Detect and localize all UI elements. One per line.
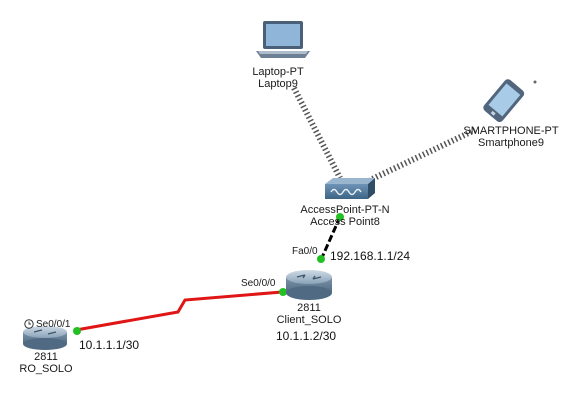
access-point-type-label: AccessPoint-PT-N xyxy=(300,204,390,216)
link-status-dot xyxy=(336,213,344,221)
client-router-name-label: Client_SOLO xyxy=(276,314,342,326)
smartphone-antenna-icon xyxy=(533,80,537,84)
access-point-icon[interactable] xyxy=(325,178,375,199)
remote-router-type-label: 2811 xyxy=(34,351,58,363)
lan-ip-label: 192.168.1.1/24 xyxy=(330,249,411,263)
wireless-link-laptop xyxy=(291,86,343,180)
ethernet-link xyxy=(318,216,342,263)
link-status-dot xyxy=(73,327,81,335)
smartphone-name-label: Smartphone9 xyxy=(477,137,545,149)
access-point-name-label: Access Point8 xyxy=(310,216,380,228)
client-se-port-label: Se0/0/0 xyxy=(241,278,276,289)
laptop-icon[interactable] xyxy=(256,21,310,58)
wireless-link-smartphone xyxy=(368,127,477,183)
smartphone-type-label: SMARTPHONE-PT xyxy=(463,125,559,137)
remote-se-port-label: Se0/0/1 xyxy=(36,319,71,330)
clock-icon xyxy=(24,319,34,329)
smartphone-icon[interactable] xyxy=(482,78,526,124)
serial-link xyxy=(75,290,283,332)
link-status-dot xyxy=(279,288,287,296)
laptop-name-label: Laptop9 xyxy=(258,78,298,90)
router-icon[interactable] xyxy=(23,326,67,350)
link-status-dot xyxy=(317,255,325,263)
router-icon[interactable] xyxy=(286,270,332,300)
client-router-type-label: 2811 xyxy=(297,302,321,314)
client-router-ip-label: 10.1.1.2/30 xyxy=(276,329,337,343)
laptop-type-label: Laptop-PT xyxy=(252,66,304,78)
client-fa-port-label: Fa0/0 xyxy=(292,246,318,257)
remote-router-name-label: RO_SOLO xyxy=(19,363,73,375)
remote-ip-label: 10.1.1.1/30 xyxy=(79,338,140,352)
